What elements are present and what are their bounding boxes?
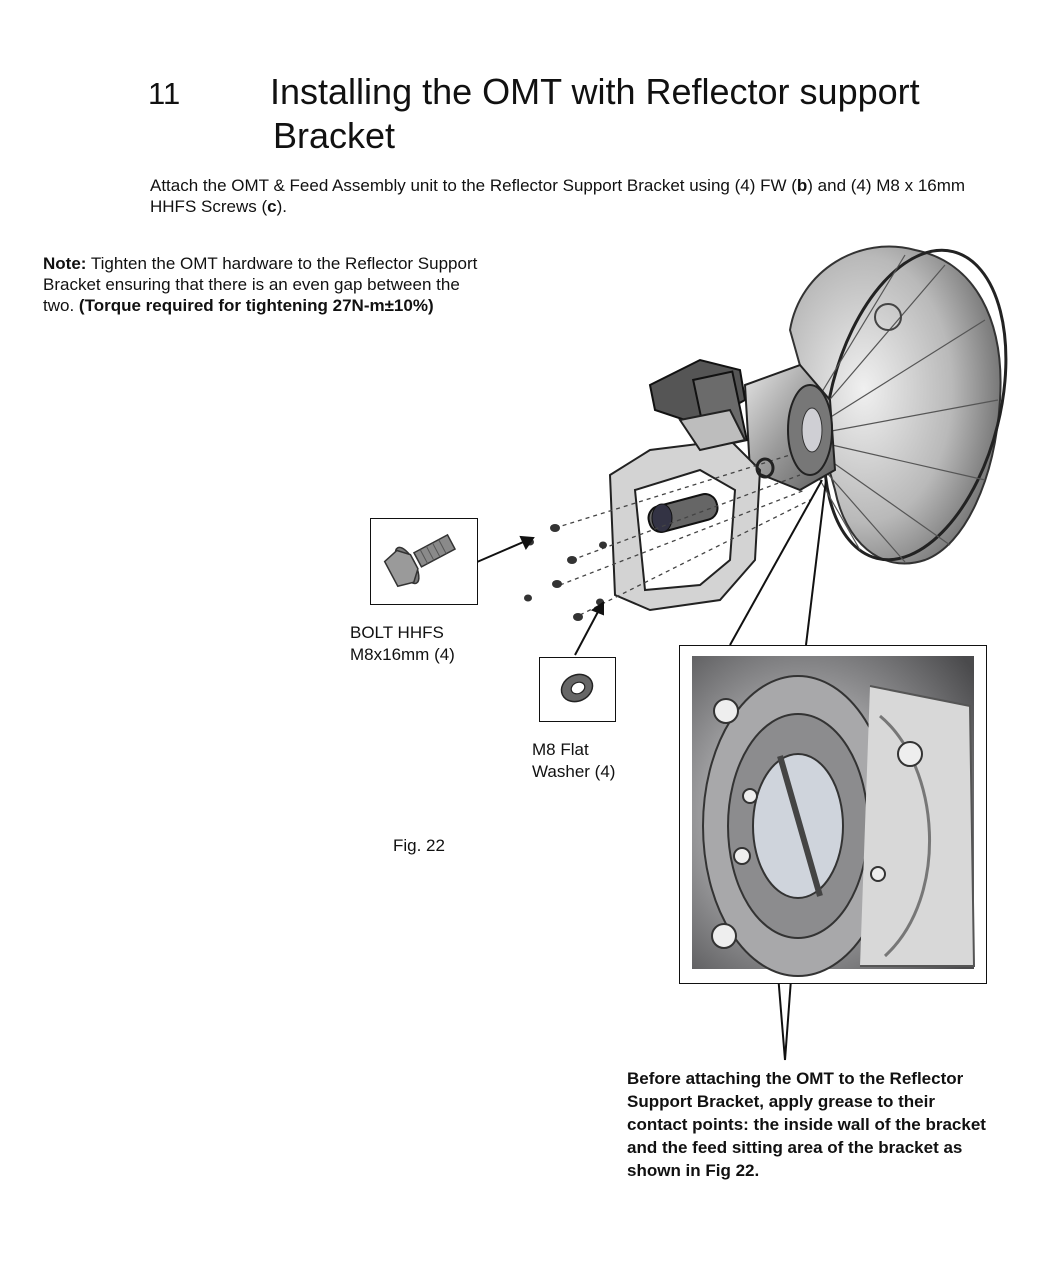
washer-callout-box — [539, 657, 616, 722]
washer-label: M8 Flat Washer (4) — [532, 739, 615, 783]
intro-text-1: Attach the OMT & Feed Assembly unit to t… — [150, 176, 797, 195]
section-number: 11 — [148, 76, 181, 111]
intro-bold-b: b — [796, 176, 808, 195]
support-bracket — [608, 408, 762, 612]
washer-icon — [560, 673, 594, 703]
section-title-line2: Bracket — [273, 115, 396, 156]
reflector-dish — [788, 245, 1008, 565]
intro-paragraph: Attach the OMT & Feed Assembly unit to t… — [150, 175, 995, 217]
detail-zoom-box — [679, 645, 987, 984]
bolt-label-line1: BOLT HHFS — [350, 623, 444, 642]
note-text: Tighten the OMT hardware to the Reflecto… — [43, 254, 478, 315]
figure-label: Fig. 22 — [393, 836, 445, 855]
grease-note: Before attaching the OMT to the Reflecto… — [627, 1069, 986, 1180]
note-torque: (Torque required for tightening 27N-m±10… — [78, 296, 434, 315]
bolt-label: BOLT HHFS M8x16mm (4) — [350, 622, 455, 666]
note-paragraph: Note: Tighten the OMT hardware to the Re… — [43, 253, 493, 316]
note-label: Note: — [43, 254, 87, 273]
washer-label-line2: Washer (4) — [532, 762, 616, 781]
alignment-lines — [554, 454, 811, 616]
section-title: Installing the OMT with Reflector suppor… — [270, 70, 970, 158]
intro-text-2: ) and (4) M8 x 16mm HHFS Screws ( — [150, 176, 966, 216]
section-title-line1: Installing the OMT with Reflector suppor… — [270, 71, 920, 112]
bolt-icon — [383, 533, 457, 588]
detail-zoom-image — [692, 656, 976, 977]
intro-text-3: ). — [276, 197, 287, 216]
intro-bold-c: c — [267, 197, 277, 216]
washer-label-line1: M8 Flat — [532, 740, 589, 759]
bolt-label-line2: M8x16mm (4) — [350, 645, 455, 664]
bolt-callout-box — [370, 518, 478, 605]
